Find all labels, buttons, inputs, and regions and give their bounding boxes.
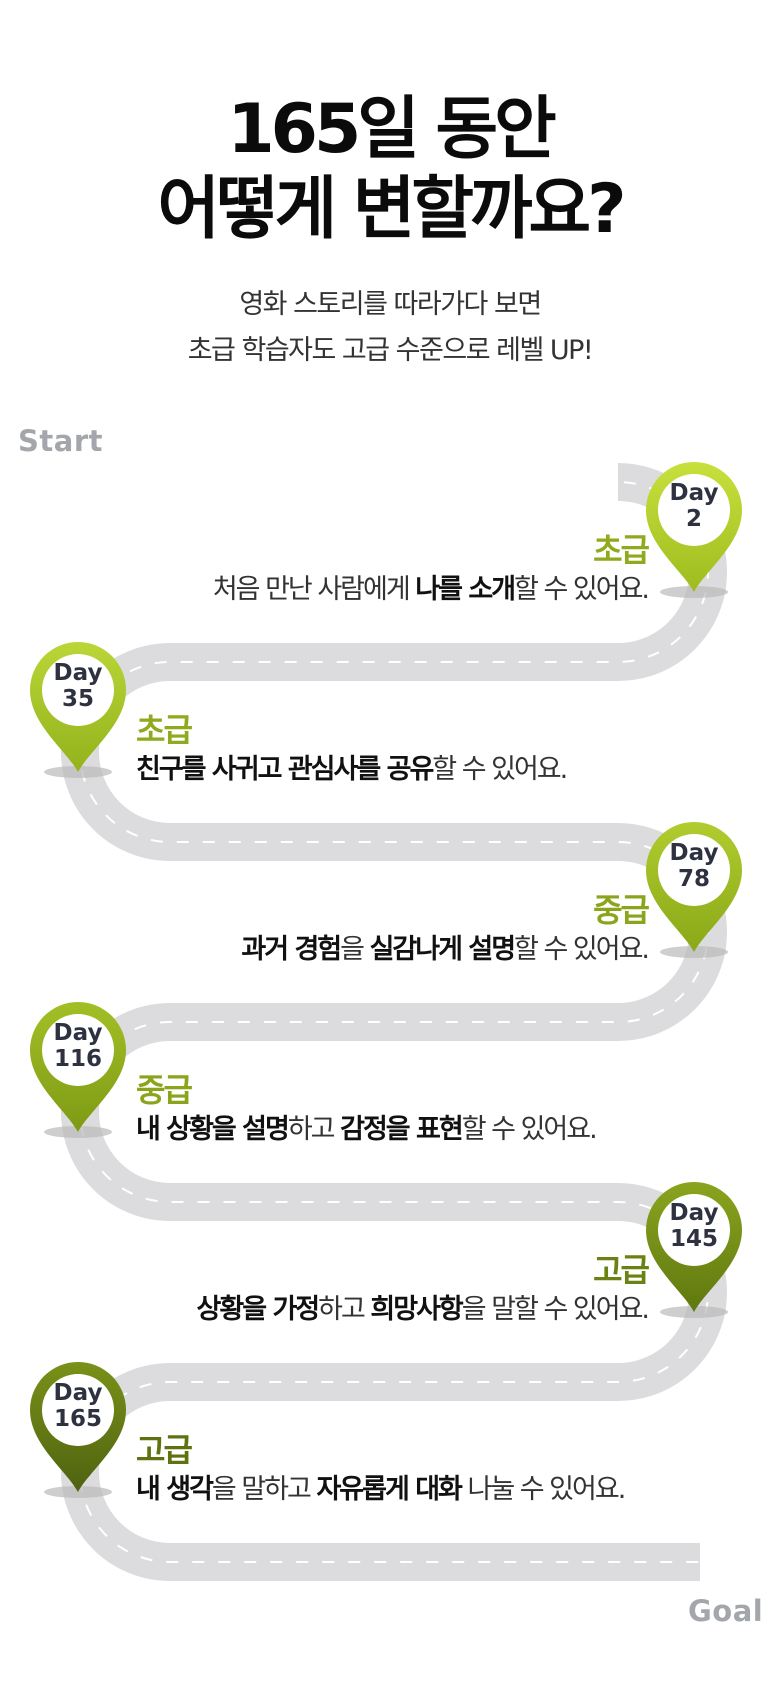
description-text: 할 수 있어요. bbox=[514, 934, 650, 965]
milestone-description: 상황을 가정하고 희망사항을 말할 수 있어요. bbox=[196, 1292, 650, 1328]
description-emphasis: 실감나게 설명 bbox=[369, 934, 516, 965]
map-pin-icon bbox=[646, 1182, 742, 1312]
day-number: 116 bbox=[53, 1046, 102, 1072]
description-text: 나눌 수 있어요. bbox=[460, 1474, 626, 1505]
map-pin-icon bbox=[30, 1002, 126, 1132]
description-text: 하고 bbox=[287, 1114, 341, 1145]
map-pin-icon bbox=[30, 1362, 126, 1492]
milestone-description: 내 생각을 말하고 자유롭게 대화 나눌 수 있어요. bbox=[136, 1472, 626, 1508]
description-text: 을 말하고 bbox=[211, 1474, 317, 1505]
day-number: 35 bbox=[61, 686, 94, 712]
day-word: Day bbox=[53, 1380, 103, 1406]
day-number: 78 bbox=[677, 866, 710, 892]
description-text: 할 수 있어요. bbox=[432, 754, 568, 785]
road-center-dashes bbox=[0, 481, 760, 1563]
level-label: 초급 bbox=[593, 531, 650, 569]
day-number: 165 bbox=[53, 1406, 102, 1432]
map-pin-icon bbox=[646, 822, 742, 952]
description-text: 할 수 있어요. bbox=[461, 1114, 598, 1145]
map-pin-icon bbox=[646, 462, 742, 592]
description-emphasis: 내 상황을 설명 bbox=[136, 1114, 290, 1145]
level-label: 고급 bbox=[593, 1251, 650, 1289]
subtitle-line1: 영화 스토리를 따라가다 보면 bbox=[239, 289, 542, 320]
level-label: 초급 bbox=[136, 711, 193, 749]
description-text: 을 bbox=[340, 934, 370, 965]
day-word: Day bbox=[53, 660, 103, 686]
description-text: 할 수 있어요. bbox=[514, 574, 650, 605]
milestone-description: 과거 경험을 실감나게 설명할 수 있어요. bbox=[241, 932, 650, 968]
day-number: 145 bbox=[669, 1226, 718, 1252]
description-text: 처음 만난 사람에게 bbox=[212, 574, 416, 605]
description-emphasis: 자유롭게 대화 bbox=[316, 1474, 462, 1505]
description-emphasis: 희망사항 bbox=[370, 1294, 463, 1325]
milestone-description: 친구를 사귀고 관심사를 공유할 수 있어요. bbox=[136, 752, 568, 788]
description-emphasis: 친구를 사귀고 관심사를 공유 bbox=[136, 754, 434, 785]
milestone-description: 처음 만난 사람에게 나를 소개할 수 있어요. bbox=[212, 572, 650, 608]
start-label: Start bbox=[18, 424, 103, 458]
day-number: 2 bbox=[685, 506, 702, 532]
day-word: Day bbox=[669, 1200, 719, 1226]
day-word: Day bbox=[669, 480, 719, 506]
description-emphasis: 나를 소개 bbox=[415, 574, 516, 605]
page-title-line2: 어떻게 변할까요? bbox=[157, 170, 626, 249]
day-word: Day bbox=[669, 840, 719, 866]
day-word: Day bbox=[53, 1020, 103, 1046]
goal-label: Goal bbox=[688, 1594, 764, 1628]
description-emphasis: 과거 경험 bbox=[241, 934, 342, 965]
description-emphasis: 상황을 가정 bbox=[196, 1294, 321, 1325]
milestone-description: 내 상황을 설명하고 감정을 표현할 수 있어요. bbox=[136, 1112, 598, 1148]
map-pin-icon bbox=[30, 642, 126, 772]
description-emphasis: 내 생각 bbox=[136, 1474, 214, 1505]
level-label: 고급 bbox=[136, 1431, 193, 1469]
level-label: 중급 bbox=[136, 1071, 193, 1109]
description-text: 을 말할 수 있어요. bbox=[461, 1294, 650, 1325]
description-emphasis: 감정을 표현 bbox=[340, 1114, 464, 1145]
subtitle-line2: 초급 학습자도 고급 수준으로 레벨 UP! bbox=[187, 335, 594, 366]
page-title-line1: 165일 동안 bbox=[227, 90, 556, 169]
description-text: 하고 bbox=[318, 1294, 371, 1325]
level-label: 중급 bbox=[593, 891, 650, 929]
